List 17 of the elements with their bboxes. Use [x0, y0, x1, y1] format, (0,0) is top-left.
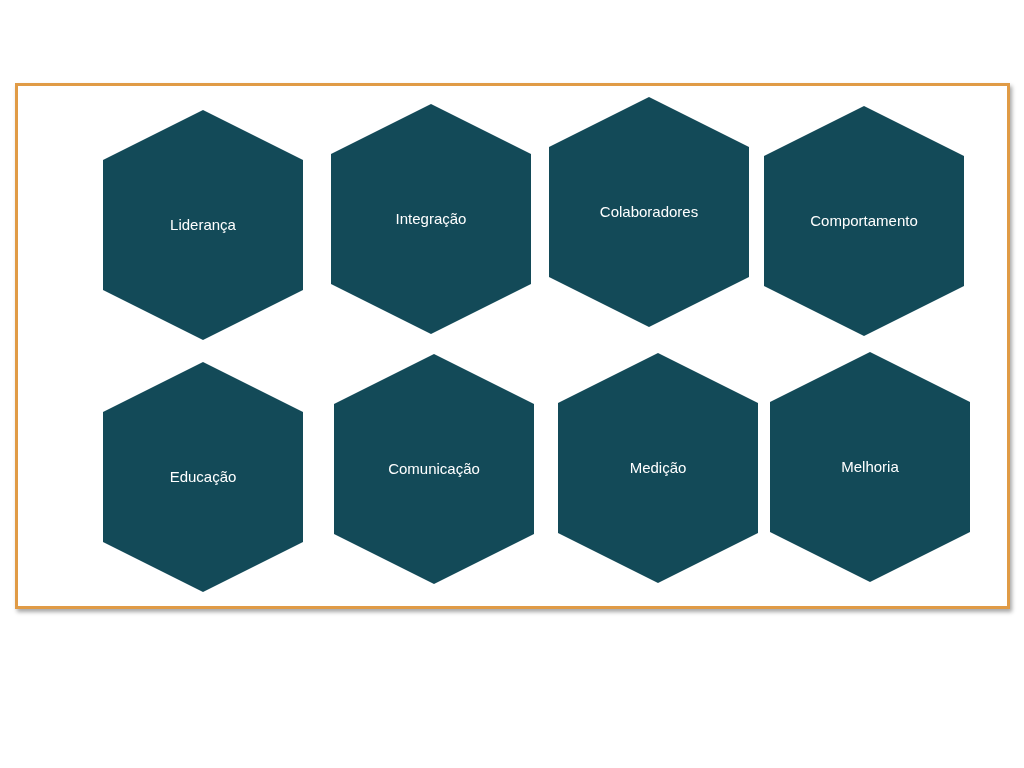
hexagon-label: Comunicação	[387, 458, 481, 479]
hexagon	[770, 352, 970, 582]
hexagon-label: Comportamento	[809, 210, 919, 231]
hexagon	[558, 353, 758, 583]
hexagon-label: Colaboradores	[598, 201, 700, 222]
hexagon	[103, 362, 303, 592]
hexagon-label: Educação	[168, 466, 238, 487]
hexagon	[764, 106, 964, 336]
frame	[15, 83, 1010, 609]
hexagon-label: Integração	[394, 208, 468, 229]
hexagon-label: Melhoria	[840, 456, 900, 477]
hexagon-label: Medição	[628, 457, 688, 478]
hexagon	[331, 104, 531, 334]
hexagon	[103, 110, 303, 340]
hexagon-label: Liderança	[169, 214, 237, 235]
hexagon	[334, 354, 534, 584]
hexagon	[549, 97, 749, 327]
